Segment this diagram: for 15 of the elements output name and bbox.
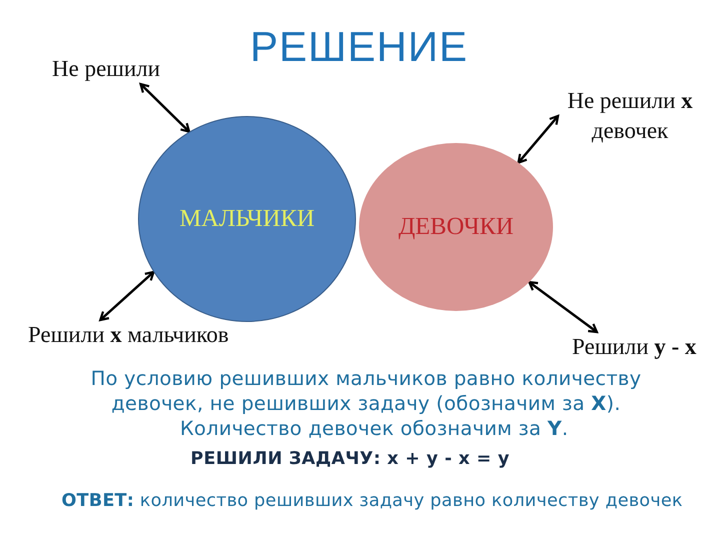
double-arrow — [99, 270, 155, 322]
equation-text: РЕШИЛИ ЗАДАЧУ: x + y - x = y — [190, 449, 510, 470]
annotation-text: Решили x мальчиков — [28, 320, 229, 350]
double-arrow — [140, 82, 190, 133]
slide-title: РЕШЕНИЕ — [250, 26, 468, 68]
condition-text: По условию решивших мальчиков равно количеству девочек, не решивших задачу (обозначим за X). — [90, 366, 642, 416]
double-arrow — [528, 281, 598, 334]
double-arrow — [517, 114, 560, 164]
annotation-text: Не решили x девочек — [558, 86, 702, 146]
condition-text: Количество девочек обозначим за Y. — [180, 416, 568, 441]
set-label: ДЕВОЧКИ — [398, 214, 514, 240]
annotation-text: Решили y - x — [572, 332, 696, 362]
set-label: МАЛЬЧИКИ — [179, 206, 315, 232]
answer-text: ОТВЕТ: количество решивших задачу равно количеству девочек — [62, 491, 683, 512]
annotation-text: Не решили — [52, 54, 160, 84]
